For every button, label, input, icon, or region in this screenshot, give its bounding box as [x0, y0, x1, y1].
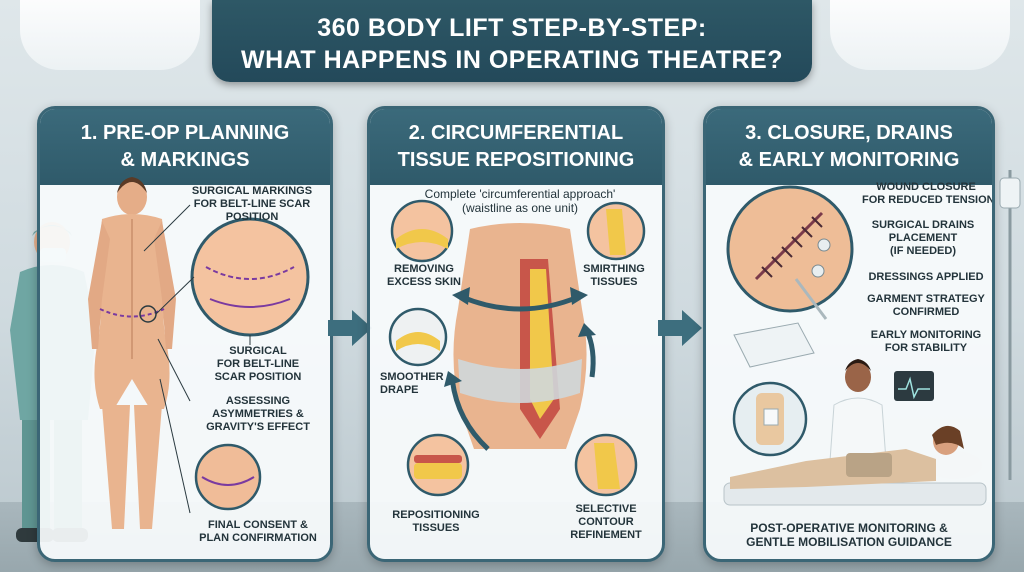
label-text: REMOVING: [394, 263, 454, 275]
title-line-1: 360 BODY LIFT STEP-BY-STEP:: [317, 14, 707, 42]
label-text: DRAPE: [380, 384, 419, 396]
label-smoothing-tissues: SMIRTHING TISSUES: [570, 263, 658, 289]
label-dressings-applied: DRESSINGS APPLIED: [866, 271, 986, 284]
ceiling-light-right: [830, 0, 1010, 70]
label-text: SCAR POSITION: [214, 371, 302, 383]
caption-text: Complete 'circumferential approach': [424, 187, 616, 201]
patient-back-illustration: [88, 177, 310, 529]
label-text: DRESSINGS APPLIED: [868, 271, 984, 283]
label-text: CONFIRMED: [892, 306, 960, 318]
label-wound-closure: WOUND CLOSURE FOR REDUCED TENSION: [862, 181, 995, 207]
panel-1-heading-1: 1. PRE-OP PLANNING: [80, 122, 290, 144]
label-text: EXCESS SKIN: [387, 276, 461, 288]
panel-2-heading-1: 2. CIRCUMFERENTIAL: [408, 122, 624, 144]
label-text: SURGICAL DRAINS: [871, 219, 975, 231]
arrow-right-icon: [658, 310, 702, 346]
label-text: CONTOUR: [578, 516, 634, 528]
panel-1-header: 1. PRE-OP PLANNING & MARKINGS: [40, 109, 330, 185]
closure-illustration: [723, 185, 987, 506]
iv-stand: [999, 170, 1021, 480]
panel-2-heading-2: TISSUE REPOSITIONING: [397, 149, 635, 171]
label-text: FOR BELT-LINE: [216, 358, 300, 370]
title-line-2: WHAT HAPPENS IN OPERATING THEATRE?: [241, 46, 783, 74]
torso-illustration: [388, 199, 646, 497]
ceiling-light-left: [20, 0, 200, 70]
label-text: GRAVITY'S EFFECT: [206, 421, 310, 433]
label-text: SURGICAL MARKINGS: [191, 185, 313, 197]
label-text: SURGICAL: [229, 345, 287, 357]
label-text: GARMENT STRATEGY: [867, 293, 985, 305]
arrow-right-icon: [328, 310, 372, 346]
label-text: WOUND CLOSURE: [876, 181, 976, 193]
page-title: 360 BODY LIFT STEP-BY-STEP: WHAT HAPPENS…: [212, 0, 812, 82]
label-garment-strategy: GARMENT STRATEGY CONFIRMED: [864, 293, 988, 319]
panel-pre-op-planning: 1. PRE-OP PLANNING & MARKINGS SURGICAL M: [37, 106, 333, 562]
panel-3-heading-2: & EARLY MONITORING: [738, 149, 960, 171]
label-text: PLACEMENT: [888, 232, 958, 244]
panel-circumferential-repositioning: 2. CIRCUMFERENTIAL TISSUE REPOSITIONING …: [367, 106, 665, 562]
panel-2-caption: Complete 'circumferential approach' (wai…: [410, 187, 630, 215]
label-text: GENTLE MOBILISATION GUIDANCE: [746, 535, 952, 549]
label-text: REFINEMENT: [570, 529, 642, 541]
label-text: TISSUES: [412, 522, 460, 534]
panel-closure-drains-monitoring: 3. CLOSURE, DRAINS & EARLY MONITORING: [703, 106, 995, 562]
label-text: SMIRTHING: [583, 263, 645, 275]
label-text: PLAN CONFIRMATION: [199, 532, 317, 544]
label-text: SMOOTHER: [380, 371, 444, 383]
label-text: POST-OPERATIVE MONITORING &: [750, 521, 948, 535]
label-text: FOR STABILITY: [884, 342, 968, 354]
label-text: FOR REDUCED TENSION: [862, 194, 995, 206]
caption-text: (waistline as one unit): [461, 201, 579, 215]
label-text: FOR BELT-LINE SCAR: [193, 198, 311, 210]
label-final-consent: FINAL CONSENT & PLAN CONFIRMATION: [188, 519, 328, 545]
panel-3-header: 3. CLOSURE, DRAINS & EARLY MONITORING: [706, 109, 992, 185]
label-assessing: ASSESSING ASYMMETRIES & GRAVITY'S EFFECT: [190, 395, 326, 434]
label-smoother-drape: SMOOTHER DRAPE: [380, 371, 460, 397]
label-early-monitoring: EARLY MONITORING FOR STABILITY: [864, 329, 988, 355]
panel-1-heading-2: & MARKINGS: [120, 149, 250, 171]
panel-3-heading-1: 3. CLOSURE, DRAINS: [745, 122, 953, 144]
label-repositioning-tissues: REPOSITIONING TISSUES: [376, 509, 496, 535]
label-text: SELECTIVE: [575, 503, 637, 515]
label-text: ASYMMETRIES &: [212, 408, 304, 420]
panel-2-header: 2. CIRCUMFERENTIAL TISSUE REPOSITIONING: [370, 109, 662, 185]
label-text: (IF NEEDED): [890, 245, 956, 257]
label-surgical-markings: SURGICAL MARKINGS FOR BELT-LINE SCAR POS…: [182, 185, 322, 224]
label-removing-excess-skin: REMOVING EXCESS SKIN: [376, 263, 472, 289]
label-text: EARLY MONITORING: [870, 329, 982, 341]
label-post-operative: POST-OPERATIVE MONITORING & GENTLE MOBIL…: [716, 521, 982, 549]
label-text: ASSESSING: [225, 395, 291, 407]
label-surgical-scar: SURGICAL FOR BELT-LINE SCAR POSITION: [198, 345, 318, 384]
label-text: TISSUES: [590, 276, 638, 288]
label-text: REPOSITIONING: [392, 509, 480, 521]
label-text: POSITION: [225, 211, 279, 223]
label-text: FINAL CONSENT &: [207, 519, 309, 531]
label-selective-contour: SELECTIVE CONTOUR REFINEMENT: [556, 503, 656, 542]
label-surgical-drains: SURGICAL DRAINS PLACEMENT (IF NEEDED): [866, 219, 980, 258]
